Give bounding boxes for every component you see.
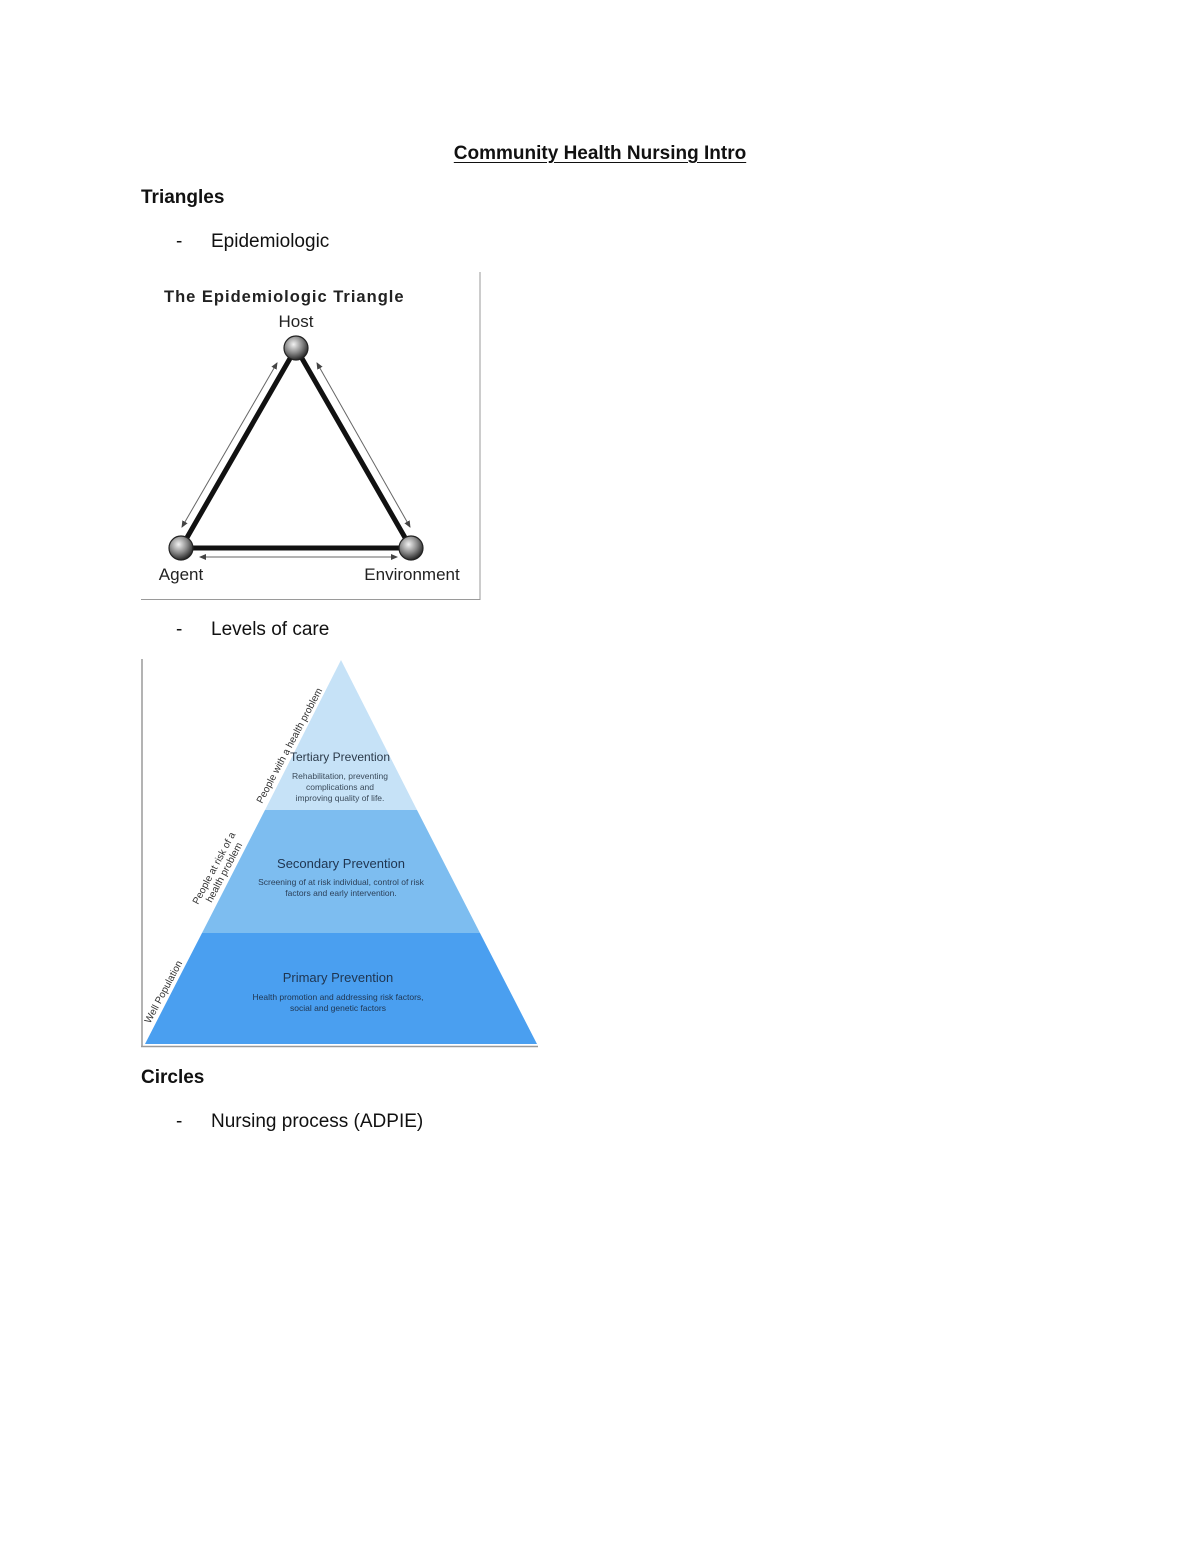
- secondary-tier: [202, 810, 480, 933]
- primary-tier: [145, 933, 537, 1044]
- tertiary-tier: [265, 660, 417, 810]
- tertiary-desc-line: Rehabilitation, preventing: [292, 771, 388, 781]
- tertiary-desc-line: complications and: [306, 782, 374, 792]
- host-label: Host: [279, 312, 314, 331]
- environment-node-icon: [398, 535, 424, 561]
- tertiary-title: Tertiary Prevention: [290, 750, 390, 764]
- host-node-icon: [283, 335, 309, 361]
- environment-label: Environment: [364, 565, 460, 584]
- page-title: Community Health Nursing Intro: [453, 143, 747, 164]
- primary-desc-line: Health promotion and addressing risk fac…: [252, 992, 423, 1002]
- secondary-desc-line: factors and early intervention.: [285, 888, 397, 898]
- levels-of-care-pyramid-figure: Tertiary Prevention Rehabilitation, prev…: [141, 659, 539, 1049]
- list-item-epidemiologic: Epidemiologic: [211, 231, 330, 252]
- bullet-marker: -: [176, 1111, 183, 1132]
- section-heading-triangles: Triangles: [141, 187, 225, 208]
- epidemiologic-triangle-figure: The Epidemiologic Triangle Host Agent En…: [141, 272, 481, 601]
- section-heading-circles: Circles: [141, 1067, 205, 1088]
- agent-node-icon: [168, 535, 194, 561]
- primary-title: Primary Prevention: [283, 970, 394, 985]
- list-item-levels-of-care: Levels of care: [211, 619, 330, 640]
- list-item-nursing-process: Nursing process (ADPIE): [211, 1111, 424, 1132]
- secondary-title: Secondary Prevention: [277, 856, 405, 871]
- bullet-marker: -: [176, 619, 183, 640]
- primary-desc-line: social and genetic factors: [290, 1003, 386, 1013]
- agent-label: Agent: [159, 565, 204, 584]
- figure-title: The Epidemiologic Triangle: [164, 288, 405, 306]
- secondary-desc-line: Screening of at risk individual, control…: [258, 877, 425, 887]
- bullet-marker: -: [176, 231, 183, 252]
- tertiary-desc-line: improving quality of life.: [296, 793, 385, 803]
